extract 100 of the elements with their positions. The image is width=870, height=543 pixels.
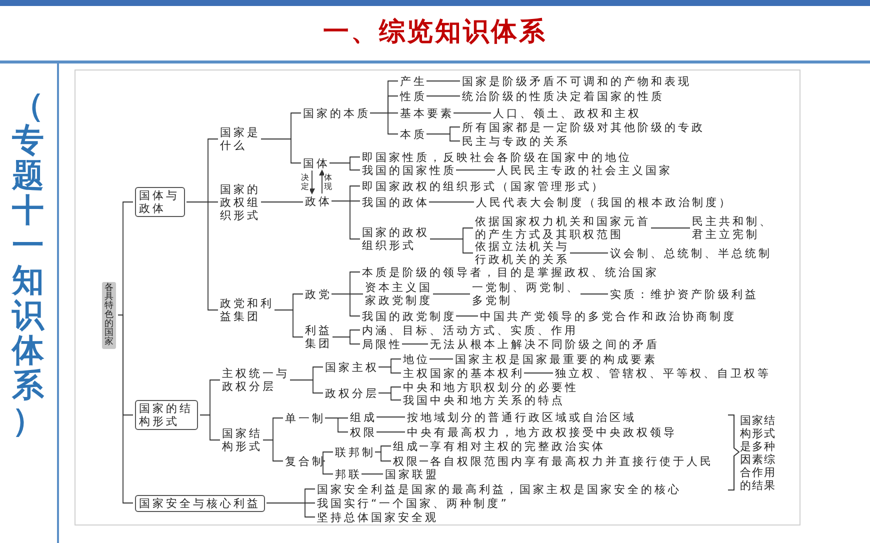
arrow — [309, 170, 315, 194]
branch-label: 邦联 — [335, 468, 362, 480]
connector-line — [426, 134, 460, 142]
branch-label: 政党 — [305, 288, 332, 300]
branch-label: 我国实行“一个国家、两种制度” — [317, 496, 509, 510]
branch-label: 无法从根本上解决不同阶级之间的矛盾 — [430, 338, 660, 350]
connector-line — [453, 112, 492, 114]
branch-label: 按地域划分的普通行政区域或自治区域 — [407, 410, 636, 424]
branch-label: 实质：维护资产阶级利益 — [610, 288, 758, 300]
connector-line — [370, 112, 398, 134]
connector-line — [262, 440, 284, 462]
branch-label: 产生 — [400, 74, 427, 88]
edge-label: 体现 — [324, 173, 333, 191]
branch-label: 即国家性质，反映社会各阶级在国家中的地位 — [362, 150, 632, 164]
branch-label: 单一制 — [285, 412, 326, 424]
connector-line — [430, 238, 474, 254]
edge-label: 决定 — [301, 173, 310, 191]
connector-line — [118, 314, 134, 504]
branch-label: 权限 — [350, 426, 377, 438]
branch-label: 本质 — [400, 128, 427, 140]
branch-label: 内涵、目标、活动方式、实质、作用 — [362, 324, 578, 336]
branch-label: 即国家政权的组织形式（国家管理形式） — [362, 180, 605, 192]
branch-label: 中国共产党领导的多党合作和政治协商制度 — [480, 310, 736, 322]
branch-label: 地位 — [403, 352, 430, 366]
branch-label: 人民代表大会制度（我国的根本政治制度） — [476, 196, 732, 208]
connector-line — [426, 80, 460, 82]
connector-line — [331, 294, 360, 316]
connector-line — [322, 452, 334, 462]
branch-label: 享有相对主权的完整政治实体 — [430, 440, 606, 452]
connector-line — [332, 336, 360, 344]
branch-label: 一党制、两党制、多党制 — [472, 281, 581, 307]
connector-line — [260, 138, 302, 164]
connector-line — [322, 460, 334, 474]
title: 一、综览知识体系 — [322, 16, 548, 49]
branch-label: 国家安全利益是国家的最高利益，国家主权是国家安全的核心 — [317, 482, 682, 496]
connector-line — [200, 414, 220, 440]
branch-label: 人民民主专政的社会主义国家 — [497, 164, 672, 176]
branch-label: 依据国家权力机关和国家元首的产生方式及其职权范围 — [475, 215, 652, 241]
branch-label: 政权分层 — [325, 386, 379, 400]
branch-label: 我国的国家性质 — [362, 164, 456, 176]
branch-label: 联邦制 — [335, 446, 376, 458]
branch-label: 国家结构形式 — [222, 427, 264, 453]
branch-label: 基本要素 — [400, 106, 454, 120]
branch-label: 国家联盟 — [385, 468, 439, 480]
connector-line — [329, 162, 360, 170]
branch-label: 主权统一与政权分层 — [222, 367, 290, 393]
note-text: 国家结构形式是多种因素综合作用的结果 — [740, 414, 777, 492]
connector-line — [274, 310, 304, 338]
arrow — [319, 170, 325, 194]
topic-box: 国体与政体 — [135, 187, 184, 217]
branch-label: 坚持总体国家安全观 — [317, 510, 438, 524]
connector-line — [570, 252, 608, 254]
branch-label: 主权国家的基本权利 — [403, 366, 524, 380]
connector-line — [186, 202, 218, 310]
branch-label: 我国的政党制度 — [362, 310, 456, 322]
branch-label: 国体 — [303, 156, 330, 170]
branch-label: 国家主权 — [325, 360, 379, 374]
topic-box: 国家的结构形式 — [135, 400, 198, 430]
branch-label: 权限 — [393, 454, 420, 468]
branch-label: 政体 — [305, 194, 332, 208]
branch-label: 人口、领土、政权和主权 — [493, 106, 642, 120]
branch-label: 各自权限范围内享有最高权力并直接行使于人民 — [430, 454, 714, 468]
connector-line — [324, 418, 348, 432]
branch-label: 性质 — [400, 90, 427, 102]
branch-label: 议会制、总统制、半总统制 — [610, 246, 772, 260]
branch-label: 国家主权是国家最重要的构成要素 — [455, 352, 658, 366]
connector-line — [331, 200, 360, 240]
branch-label: 民主与专政的关系 — [462, 134, 570, 148]
branch-label: 局限性 — [362, 338, 402, 350]
topic-box: 国家安全与核心利益 — [135, 494, 264, 512]
branch-label: 国家是什么 — [220, 126, 262, 152]
branch-label: 我国的政体 — [362, 196, 430, 208]
root-box: 各具特色的国家 — [102, 282, 116, 348]
branch-label: 独立权、管辖权、平等权、自卫权等 — [555, 366, 771, 380]
connector-line — [429, 358, 454, 360]
branch-label: 依据立法机关与行政机关的关系 — [475, 240, 570, 266]
branch-label: 利益集团 — [305, 324, 333, 350]
connector-line — [374, 452, 392, 462]
branch-label: 组成 — [393, 440, 420, 452]
branch-label: 民主共和制、君主立宪制 — [692, 215, 774, 241]
connector-line — [290, 380, 324, 394]
connector-line — [419, 460, 428, 462]
side-heading: （专题十一知识体系） — [10, 88, 46, 438]
branch-label: 资本主义国家政党制度 — [365, 281, 434, 307]
branch-label: 本质是阶级的领导者，目的是掌握政权、统治国家 — [362, 266, 659, 278]
branch-label: 政党和利益集团 — [220, 297, 275, 323]
branch-label: 复合制 — [285, 454, 326, 468]
connector-line — [378, 366, 402, 374]
branch-label: 中央和地方职权划分的必要性 — [403, 380, 578, 394]
branch-label: 国家的本质 — [303, 106, 370, 120]
branch-label: 国家的政权组织形式 — [220, 182, 262, 222]
branch-label: 国家是阶级矛盾不可调和的产物和表现 — [462, 74, 692, 88]
branch-label: 组成 — [350, 410, 377, 424]
branch-label: 统治阶级的性质决定着国家的性质 — [462, 90, 664, 102]
connector-line — [378, 392, 402, 400]
branch-label: 中央有最高权力，地方政权接受中央政权领导 — [407, 426, 677, 438]
branch-label: 所有国家都是一定阶级对其他阶级的专政 — [462, 120, 705, 134]
branch-label: 我国中央和地方关系的特点 — [403, 394, 565, 406]
connector-line — [266, 502, 316, 518]
branch-label: 国家的政权组织形式 — [362, 226, 430, 252]
